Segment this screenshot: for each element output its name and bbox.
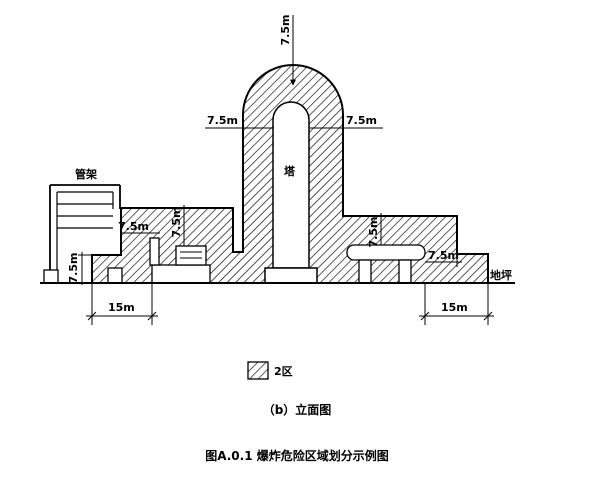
pipe-rack [49, 184, 121, 270]
left-equipment-base [151, 264, 211, 284]
pipe-rack-foot [43, 269, 59, 284]
left-equipment-box [175, 245, 207, 266]
right-support-left [358, 259, 372, 284]
tower-base [264, 267, 318, 284]
tower-body [272, 101, 310, 269]
pipe-rack-label: 管架 [75, 167, 97, 181]
dim-tower-left-label: 7.5m [207, 114, 238, 127]
tower-label: 塔 [284, 164, 296, 178]
legend-swatch [247, 361, 269, 380]
ground-label: 地坪 [490, 268, 512, 282]
dim-tower-right-label: 7.5m [346, 114, 377, 127]
figure-caption: 图A.0.1 爆炸危险区域划分示例图 [205, 448, 389, 463]
dim-bottom-left-label: 15m [108, 301, 135, 314]
sub-caption: （b）立面图 [263, 402, 332, 417]
left-equipment-pump [149, 237, 160, 266]
dim-top-label: 7.5m [279, 15, 292, 46]
right-support-right [398, 259, 412, 284]
dim-equip-left-h-label: 7.5m [118, 220, 149, 233]
legend-label: 2区 [274, 365, 293, 378]
dim-equip-right-h-label: 7.5m [428, 249, 459, 262]
dim-rack-height-label: 7.5m [67, 253, 80, 284]
dim-equip-left-v-label: 7.5m [170, 207, 183, 238]
dim-equip-right-v-label: 7.5m [367, 217, 380, 248]
dim-bottom-right-label: 15m [441, 301, 468, 314]
right-vessel [346, 244, 426, 261]
left-small-support [107, 267, 123, 284]
